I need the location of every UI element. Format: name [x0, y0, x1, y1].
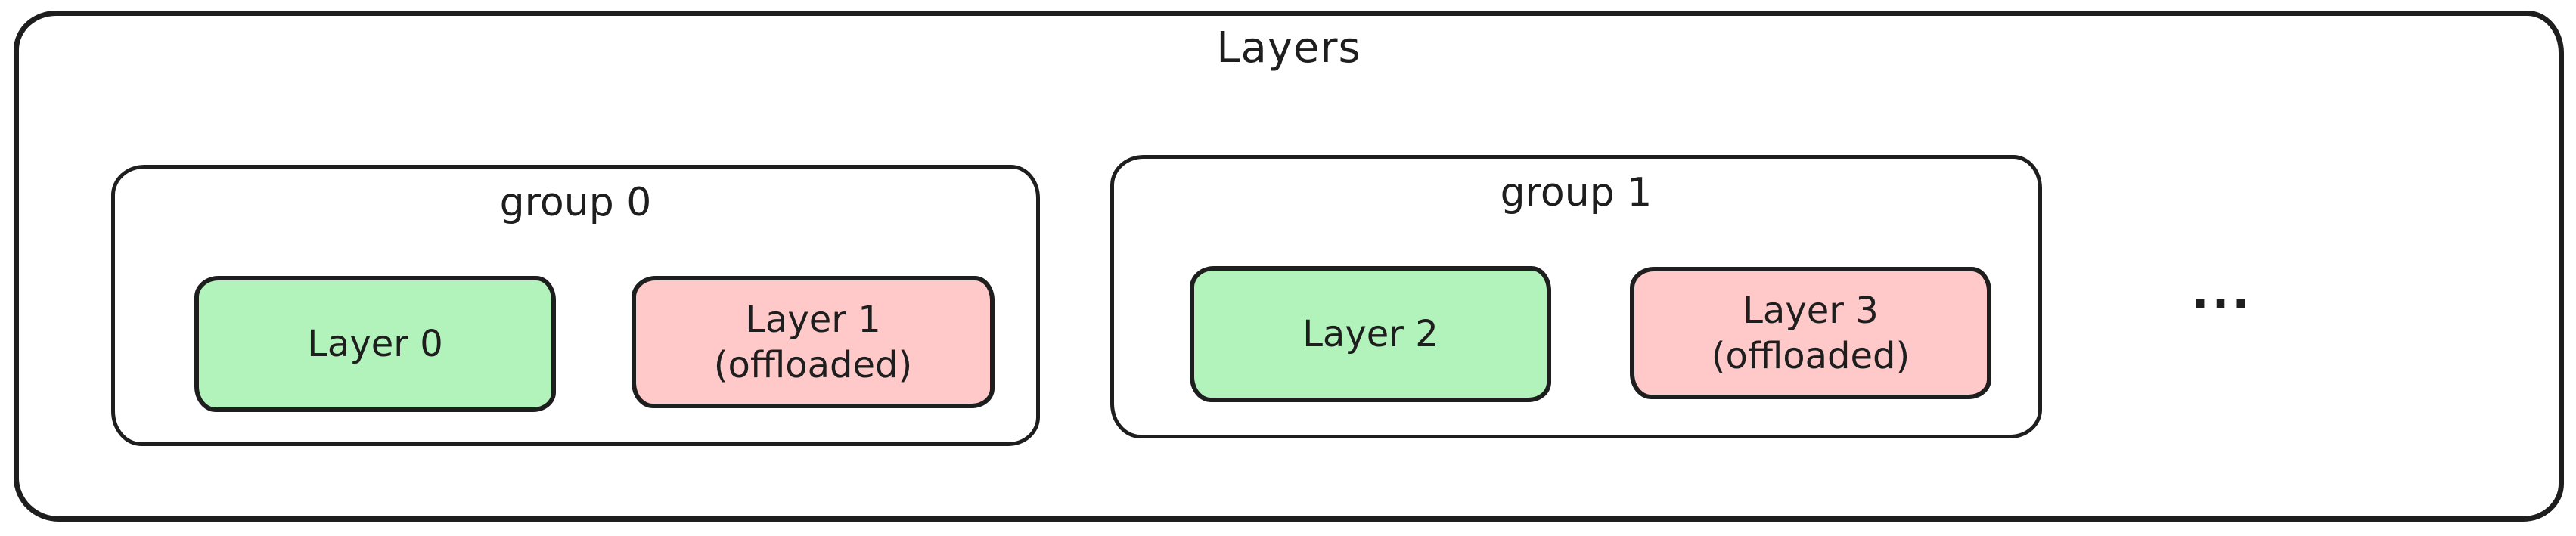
group-1-label: group 1	[1500, 170, 1653, 215]
layer-1-box: Layer 1 (offloaded)	[632, 276, 995, 408]
group-0-box: group 0 Layer 0 Layer 1 (offloaded)	[111, 165, 1040, 446]
layer-2-label: Layer 2	[1302, 313, 1439, 355]
diagram-title: Layers	[1216, 23, 1361, 73]
layers-container-box: Layers group 0 Layer 0 Layer 1 (offloade…	[14, 11, 2564, 522]
group-1-box: group 1 Layer 2 Layer 3 (offloaded)	[1110, 155, 2042, 438]
layer-3-label: Layer 3	[1743, 289, 1879, 332]
layer-1-label: Layer 1	[745, 298, 881, 341]
layer-0-label: Layer 0	[307, 323, 443, 365]
layer-2-box: Layer 2	[1190, 266, 1551, 402]
layer-0-box: Layer 0	[194, 276, 556, 412]
layer-3-box: Layer 3 (offloaded)	[1630, 267, 1991, 399]
group-0-label: group 0	[499, 180, 652, 225]
layer-1-sublabel: (offloaded)	[713, 343, 913, 386]
layer-3-sublabel: (offloaded)	[1711, 334, 1910, 377]
more-groups-ellipsis: ...	[2191, 266, 2253, 319]
